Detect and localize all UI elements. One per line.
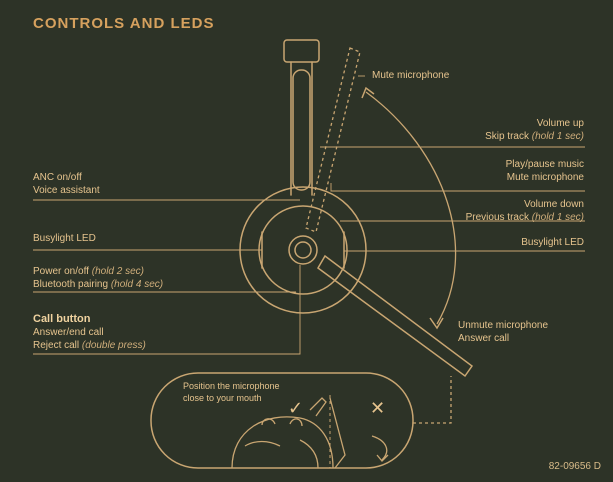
headband-top <box>283 39 320 63</box>
head-illustration <box>231 397 346 469</box>
boom-arc <box>365 91 457 325</box>
label-unmute-group: Unmute microphone Answer call <box>458 319 548 345</box>
label-volume-down-group: Volume down Previous track (hold 1 sec) <box>466 198 584 224</box>
leader-lines <box>33 75 585 355</box>
checkmark-icon: ✓ <box>288 398 304 419</box>
label-anc-group: ANC on/off Voice assistant <box>33 171 100 197</box>
arc-arrow-bottom <box>429 317 444 330</box>
mic-boom-lowered <box>317 254 474 378</box>
ear-cup-inner <box>258 205 348 295</box>
headband-slider <box>292 69 311 191</box>
label-volume-up-group: Volume up Skip track (hold 1 sec) <box>485 117 584 143</box>
label-anc: ANC on/off <box>33 172 82 183</box>
label-power-group: Power on/off (hold 2 sec) Bluetooth pair… <box>33 265 163 291</box>
label-bluetooth: Bluetooth pairing (hold 4 sec) <box>33 279 164 290</box>
label-busylight-right: Busylight LED <box>521 237 584 248</box>
label-play-pause-group: Play/pause music Mute microphone <box>506 158 584 184</box>
label-mute-microphone: Mute microphone <box>372 70 450 81</box>
label-volume-up: Volume up <box>536 118 584 129</box>
position-hint-line1: Position the microphone <box>183 381 280 391</box>
label-unmute: Unmute microphone <box>458 320 549 331</box>
label-voice-assistant: Voice assistant <box>33 185 100 196</box>
label-skip-track: Skip track (hold 1 sec) <box>485 131 584 142</box>
label-answer-end: Answer/end call <box>33 327 104 338</box>
label-reject: Reject call (double press) <box>33 340 146 351</box>
mic-boom-raised <box>305 47 361 233</box>
document-code: 82-09656 D <box>548 461 601 472</box>
position-box <box>150 372 414 469</box>
label-busylight-left: Busylight LED <box>33 233 96 244</box>
label-answer-call: Answer call <box>458 333 510 344</box>
cross-icon: ✕ <box>370 398 386 419</box>
position-hint-line2: close to your mouth <box>183 393 262 403</box>
label-call-group: Call button Answer/end call Reject call … <box>33 313 146 352</box>
page-title: CONTROLS AND LEDS <box>33 15 215 32</box>
label-mute-microphone-2: Mute microphone <box>506 172 584 183</box>
label-play-pause: Play/pause music <box>505 159 584 170</box>
label-previous-track: Previous track (hold 1 sec) <box>465 212 584 223</box>
return-arrow <box>371 435 388 461</box>
label-power: Power on/off (hold 2 sec) <box>33 266 144 277</box>
position-hint: Position the microphone close to your mo… <box>183 380 280 404</box>
call-button-ring <box>288 235 318 265</box>
label-volume-down: Volume down <box>523 199 584 210</box>
headband-stem <box>290 61 313 196</box>
call-button-center <box>294 241 312 259</box>
position-connector <box>413 376 452 424</box>
label-call-button: Call button <box>33 313 91 325</box>
arc-arrow-top <box>361 86 375 99</box>
